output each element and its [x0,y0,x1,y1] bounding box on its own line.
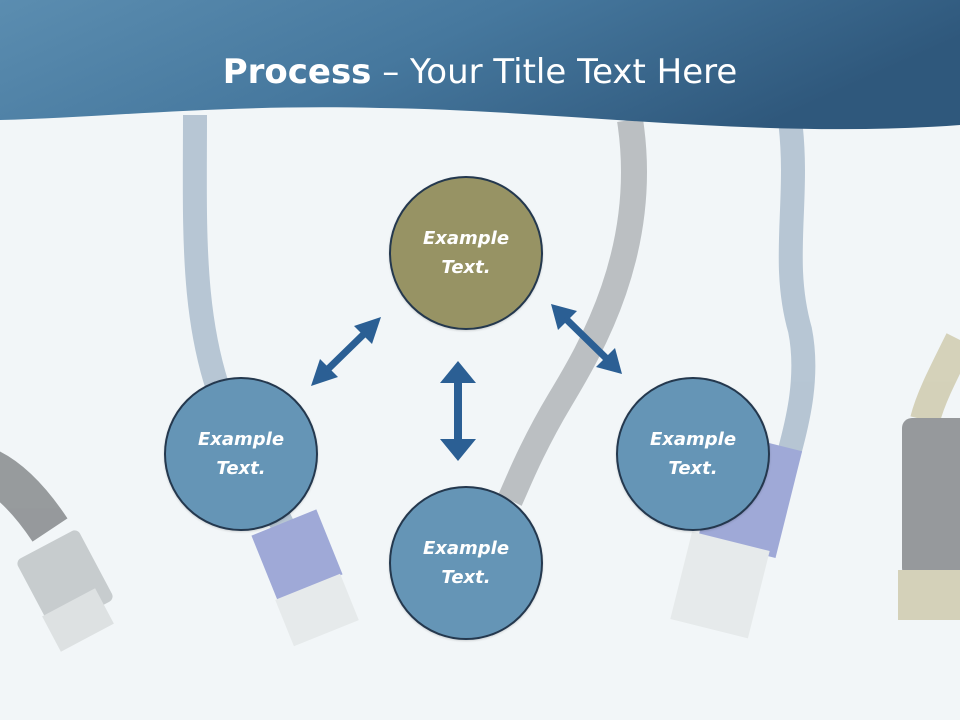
cable-center-grey [498,118,647,506]
arrow-top-left [311,317,381,386]
arrow-vertical [440,361,476,461]
header-band [0,0,960,130]
arrow-top-right [551,304,622,374]
cable-left-usb [0,451,114,652]
title-rest: – Your Title Text Here [371,52,738,92]
process-node-right: Example Text. [616,377,770,531]
page-title: Process – Your Title Text Here [0,52,960,92]
process-node-left: Example Text. [164,377,318,531]
process-node-bottom: Example Text. [389,486,543,640]
cable-right-black [898,333,960,620]
title-bold: Process [222,52,372,92]
process-node-top: Example Text. [389,176,543,330]
